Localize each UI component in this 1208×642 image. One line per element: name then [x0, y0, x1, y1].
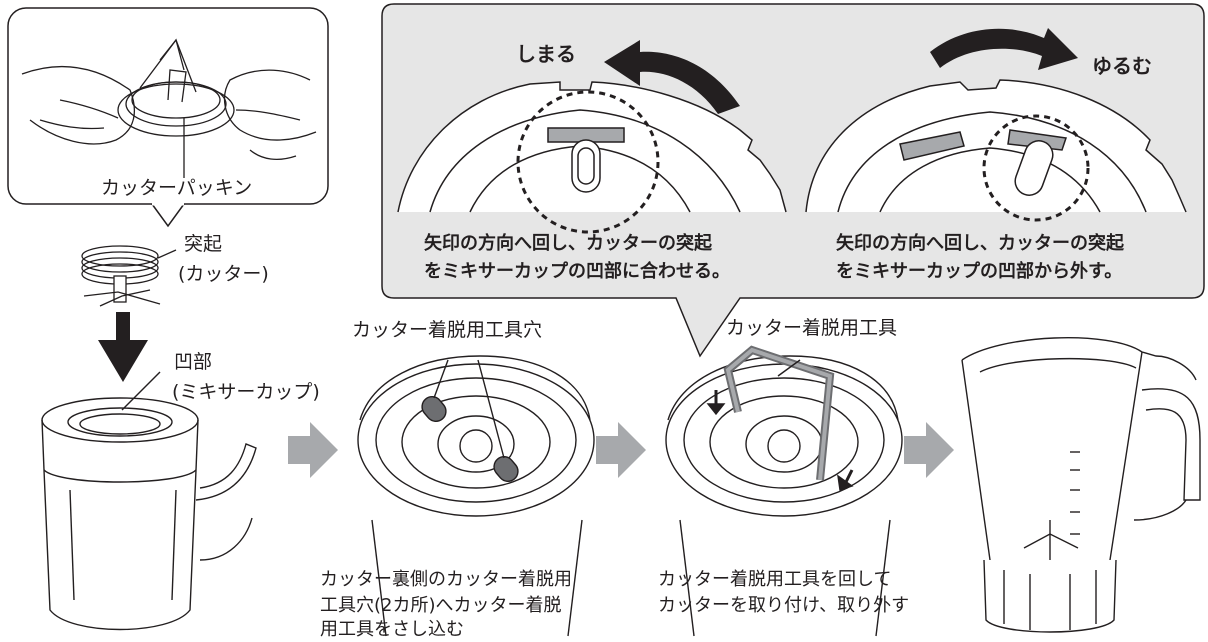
recess-sub-label: (ミキサーカップ) [172, 381, 320, 403]
cutter-unit-illustration [81, 245, 177, 307]
loosen-detail-illustration [805, 79, 1187, 222]
loosen-caption-line1: 矢印の方向へ回し、カッターの突起 [836, 233, 1124, 254]
step3-caption-line1: カッター着脱用工具を回して [658, 569, 892, 590]
step2-caption-line1: カッター裏側のカッター着脱用 [320, 569, 572, 590]
protrusion-sub-label: (カッター) [178, 263, 269, 285]
step2-cup-underside-illustration [357, 355, 595, 637]
step-arrow-2 [596, 422, 646, 478]
tool-label: カッター着脱用工具 [726, 317, 898, 339]
step3-cup-with-tool-illustration [665, 345, 903, 637]
assembled-mixer-cup-illustration [961, 337, 1201, 633]
loosen-arrow-icon [930, 28, 1078, 70]
step-arrow-3 [904, 422, 954, 478]
tighten-arrow-icon [604, 40, 740, 114]
tighten-caption-line2: をミキサーカップの凹部に合わせる。 [424, 261, 730, 282]
loosen-caption-line2: をミキサーカップの凹部から外す。 [836, 261, 1123, 282]
step2-caption-line3: 用工具をさし込む [320, 619, 464, 640]
step2-caption-line2: 工具穴(2カ所)へカッター着脱 [320, 595, 562, 616]
down-arrow-icon [98, 312, 148, 382]
step-arrow-1 [288, 422, 338, 478]
hands-holding-cutter-illustration [21, 38, 317, 178]
tighten-detail-illustration [397, 81, 787, 234]
recess-label: 凹部 [174, 351, 213, 373]
loosen-label: ゆるむ [1092, 54, 1152, 78]
tighten-label: しまる [516, 42, 576, 66]
protrusion-label: 突起 [184, 233, 223, 255]
cutter-gasket-callout [7, 7, 329, 228]
cutter-gasket-label: カッターパッキン [101, 177, 253, 199]
tool-hole-label: カッター着脱用工具穴 [352, 319, 543, 341]
mixer-cup-left-illustration [41, 371, 257, 631]
tighten-caption-line1: 矢印の方向へ回し、カッターの突起 [424, 233, 712, 254]
step3-caption-line2: カッターを取り付け、取り外す [658, 595, 910, 616]
